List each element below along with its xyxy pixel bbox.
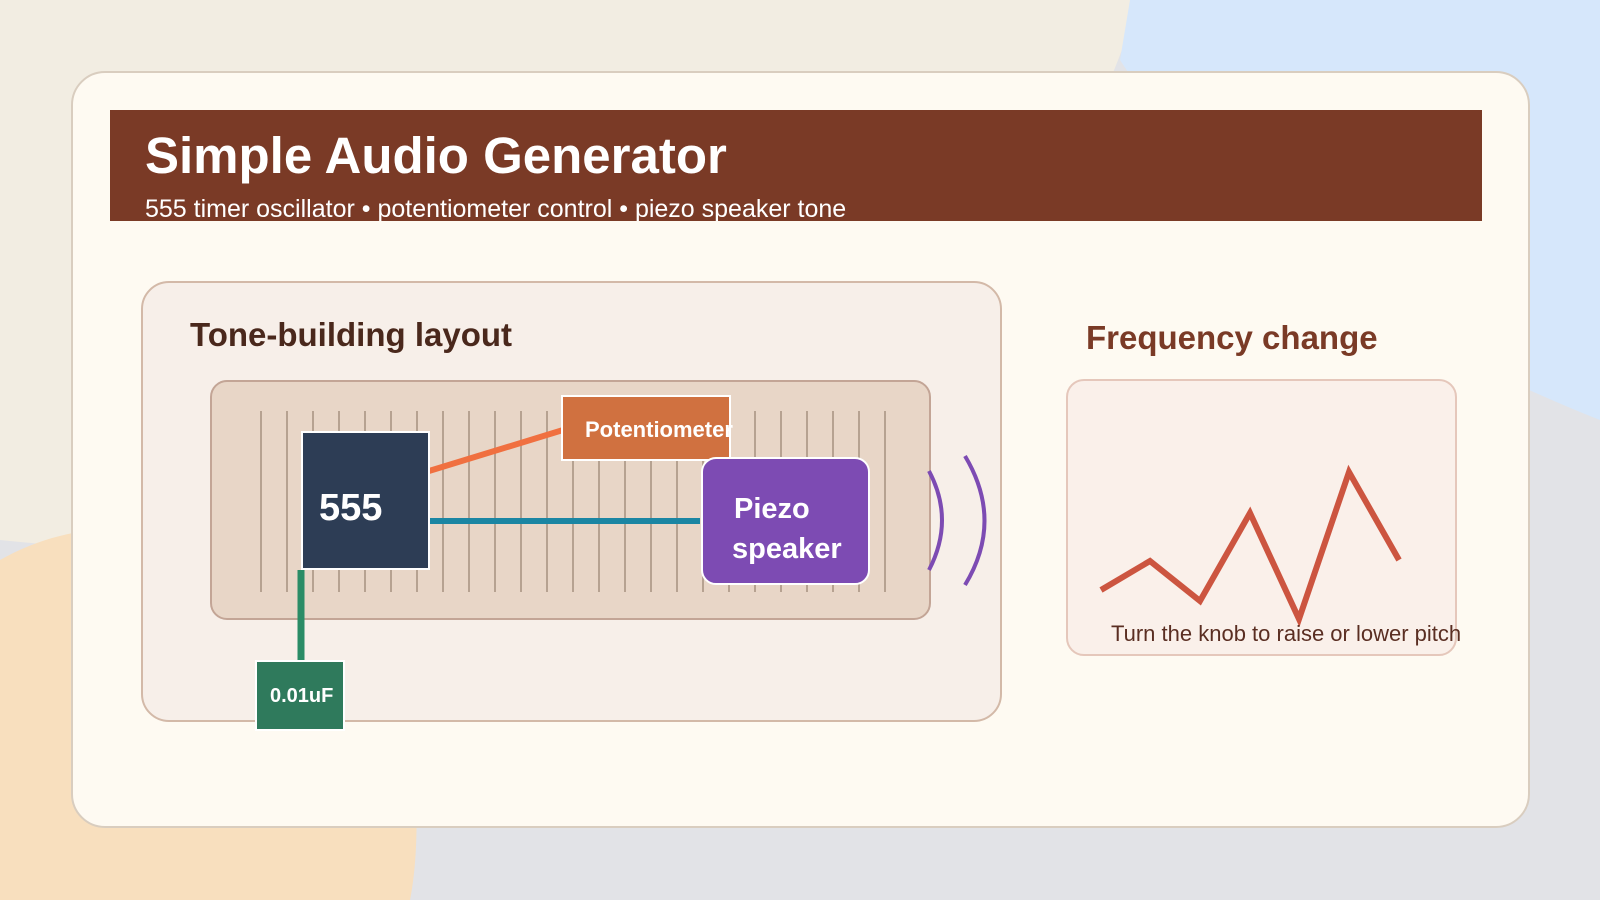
- piezo-speaker-label-line1: Piezo: [734, 493, 810, 525]
- page-title: Simple Audio Generator: [145, 127, 727, 184]
- sound-wave-inner: [927, 470, 944, 571]
- potentiometer-label: Potentiometer: [585, 417, 733, 442]
- capacitor-label: 0.01uF: [270, 685, 333, 707]
- frequency-waveform: [1099, 464, 1402, 628]
- potentiometer: [561, 395, 731, 461]
- sound-wave-outer: [963, 454, 987, 587]
- frequency-panel-title: Frequency change: [1086, 319, 1378, 356]
- frequency-caption: Turn the knob to raise or lower pitch: [1111, 621, 1462, 646]
- piezo-speaker: [701, 457, 870, 585]
- timer-chip: [301, 431, 430, 570]
- frequency-panel: [1066, 379, 1457, 656]
- layout-panel-title: Tone-building layout: [190, 316, 513, 353]
- timer-chip-label: 555: [319, 487, 382, 529]
- header-banner: Simple Audio Generator 555 timer oscilla…: [110, 110, 1482, 221]
- piezo-speaker-label-line2: speaker: [732, 533, 842, 565]
- capacitor: [255, 660, 345, 731]
- page-subtitle: 555 timer oscillator • potentiometer con…: [145, 195, 847, 222]
- wire-timer-to-potentiometer: [428, 427, 564, 474]
